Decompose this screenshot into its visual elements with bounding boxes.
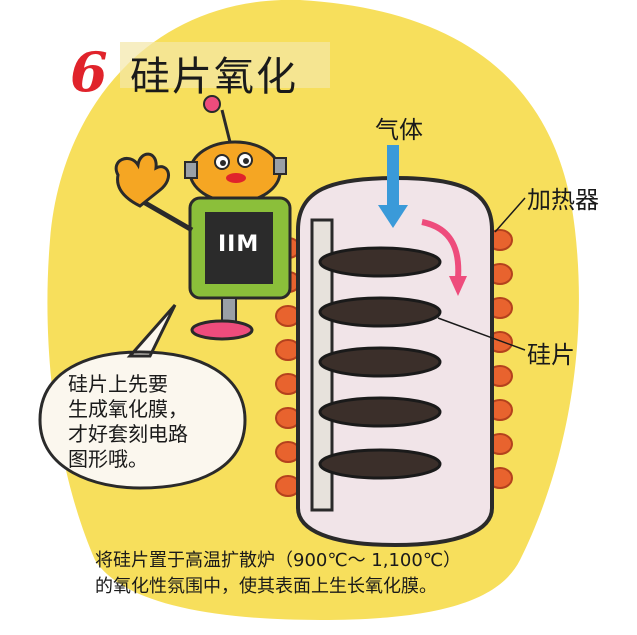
speech-line: 生成氧化膜， <box>68 397 188 421</box>
step-number: 6 <box>70 40 108 104</box>
page-title: 硅片氧化 <box>130 54 298 100</box>
speech-bubble-text: 硅片上先要 生成氧化膜， 才好套刻电路 图形哦。 <box>68 372 218 472</box>
speech-line: 图形哦。 <box>68 447 148 471</box>
caption: 将硅片置于高温扩散炉（900℃～ 1,100℃） 的氧化性氛围中，使其表面上生长… <box>95 548 461 600</box>
speech-line: 才好套刻电路 <box>68 422 188 446</box>
wafer <box>318 448 442 480</box>
gas-label: 气体 <box>375 116 423 144</box>
gas-flow-arrow <box>421 219 467 296</box>
wafer <box>318 296 442 328</box>
heater-leader-line <box>494 197 526 233</box>
robot-mascot <box>114 95 292 341</box>
heater-label: 加热器 <box>527 186 599 214</box>
wafer <box>318 246 442 278</box>
caption-line: 的氧化性氛围中，使其表面上生长氧化膜。 <box>95 576 437 597</box>
wafer <box>318 346 442 378</box>
gas-arrow <box>378 145 408 228</box>
silicon-wafers <box>318 246 442 480</box>
speech-bubble <box>38 304 247 490</box>
wafer <box>318 396 442 428</box>
wafer-leader-line <box>437 317 526 351</box>
caption-line: 将硅片置于高温扩散炉（900℃～ 1,100℃） <box>95 550 462 571</box>
speech-line: 硅片上先要 <box>68 372 168 396</box>
title-highlight <box>120 42 330 88</box>
wafer-label: 硅片 <box>527 341 575 369</box>
robot-chest-letters: IIM <box>218 232 260 257</box>
